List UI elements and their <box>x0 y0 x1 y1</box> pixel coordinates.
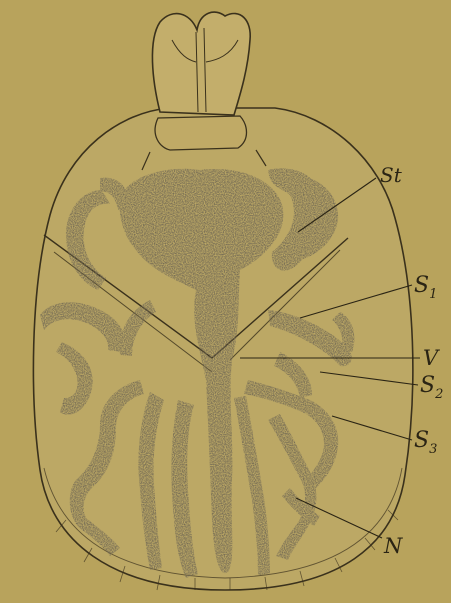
label-v: V <box>423 346 440 370</box>
label-s3: S3 <box>414 428 437 457</box>
capitulum <box>152 12 250 115</box>
label-s1: S1 <box>414 273 437 302</box>
label-st: St <box>380 163 403 187</box>
label-s2: S2 <box>420 373 443 402</box>
basis-capituli <box>155 116 246 150</box>
label-n: N <box>383 534 403 558</box>
